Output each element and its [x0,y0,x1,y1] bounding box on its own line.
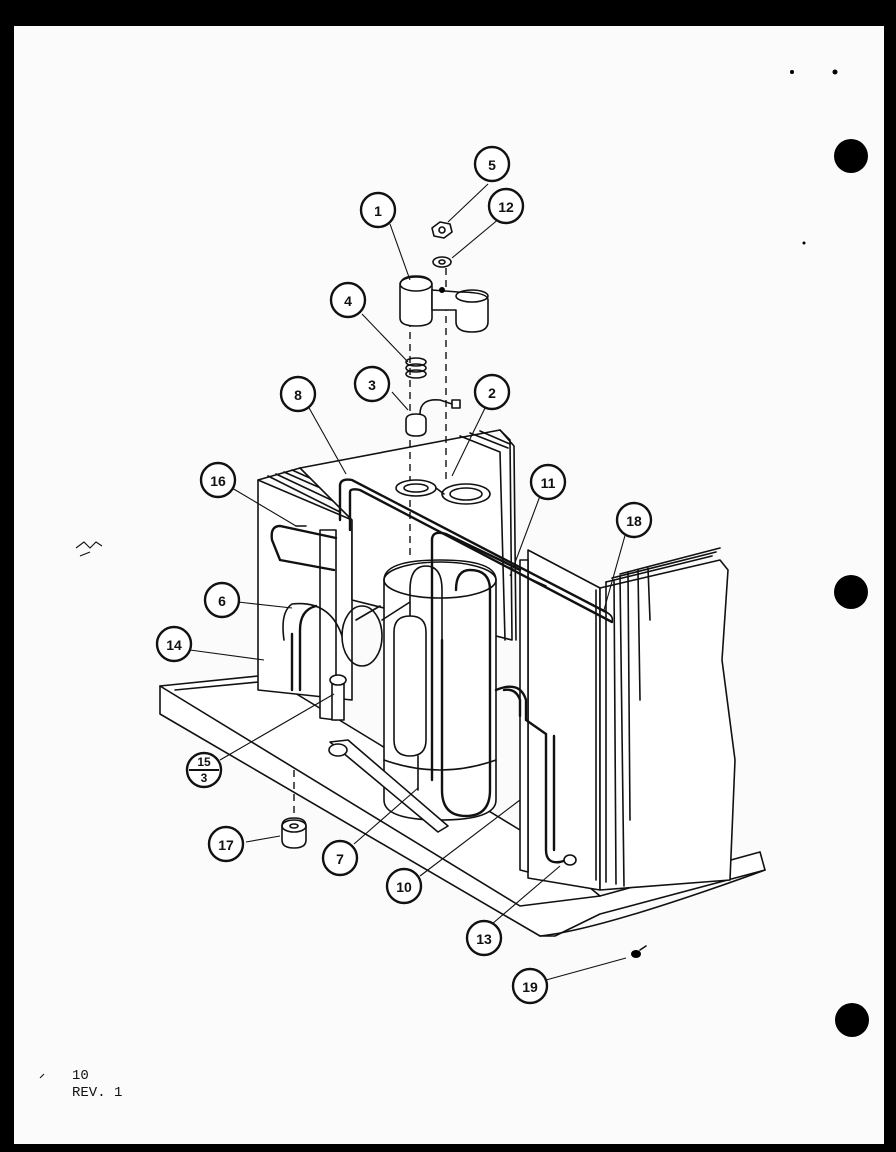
coil-hookup-tubes [270,524,381,692]
callout-10: 10 [385,867,423,905]
callout-number: 5 [488,157,496,173]
callout-circle [321,839,359,877]
return-tubes [494,685,577,866]
callout-16: 16 [199,461,237,499]
exploded-hardware [281,221,647,958]
callout-19: 19 [511,967,549,1005]
callout-circle [465,919,503,957]
stray-marks [39,541,103,1079]
callout-number: 14 [166,637,182,653]
callout-number: 6 [218,593,226,609]
footer: 10 REV. 1 [72,1068,122,1102]
callout-3: 3 [353,365,391,403]
left-coil [257,467,353,721]
callout-6: 6 [203,581,241,619]
right-coil [519,547,736,891]
callout-17: 17 [207,825,245,863]
callout-circle [353,365,391,403]
callout-circle [279,375,317,413]
callout-1: 1 [359,191,397,229]
callout-number: 3 [368,377,376,393]
leader-lines [189,183,627,981]
callout-18: 18 [615,501,653,539]
callout-5: 5 [473,145,511,183]
revision-label: REV. 1 [72,1085,123,1101]
accumulator [393,565,443,791]
callout-circle [329,281,367,319]
callout-number: 8 [294,387,302,403]
callout-13: 13 [465,919,503,957]
callout-circle [207,825,245,863]
callout-11: 11 [529,463,567,501]
callout-number: 10 [396,879,412,895]
callout-circle [385,867,423,905]
callout-number: 7 [336,851,344,867]
callout-number: 1 [374,203,382,219]
callout-number: 13 [476,931,492,947]
callout-number: 18 [626,513,642,529]
callout-number: 4 [344,293,352,309]
callout-circle [199,461,237,499]
callout-circle [473,145,511,183]
binder-hole-bottom [835,1003,869,1037]
callout-7: 7 [321,839,359,877]
mounting-bolt [329,674,347,721]
callout-number: 17 [218,837,234,853]
callout-number: 11 [541,475,556,491]
callout-number: 2 [488,385,496,401]
callout-circle [529,463,567,501]
binder-holes [790,69,869,1037]
callout-numerator: 15 [197,755,211,769]
callout-circle [473,373,511,411]
callout-14: 14 [155,625,193,663]
page-number: 10 [72,1068,89,1084]
callout-8: 8 [279,375,317,413]
callout-4: 4 [329,281,367,319]
callout-circle [615,501,653,539]
binder-hole-middle [834,575,868,609]
callout-circle [487,187,525,225]
callout-2: 2 [473,373,511,411]
callout-number: 19 [522,979,538,995]
callout-circle [359,191,397,229]
suction-tube [338,478,614,624]
callout-circle [511,967,549,1005]
callout-denominator: 3 [201,771,208,785]
callout-12: 12 [487,187,525,225]
callout-circle [203,581,241,619]
callout-15: 153 [185,751,223,789]
capillary-loop [282,601,411,667]
callout-number: 16 [210,473,226,489]
callout-circle [155,625,193,663]
binder-hole-top [834,139,868,173]
callout-number: 12 [498,199,514,215]
